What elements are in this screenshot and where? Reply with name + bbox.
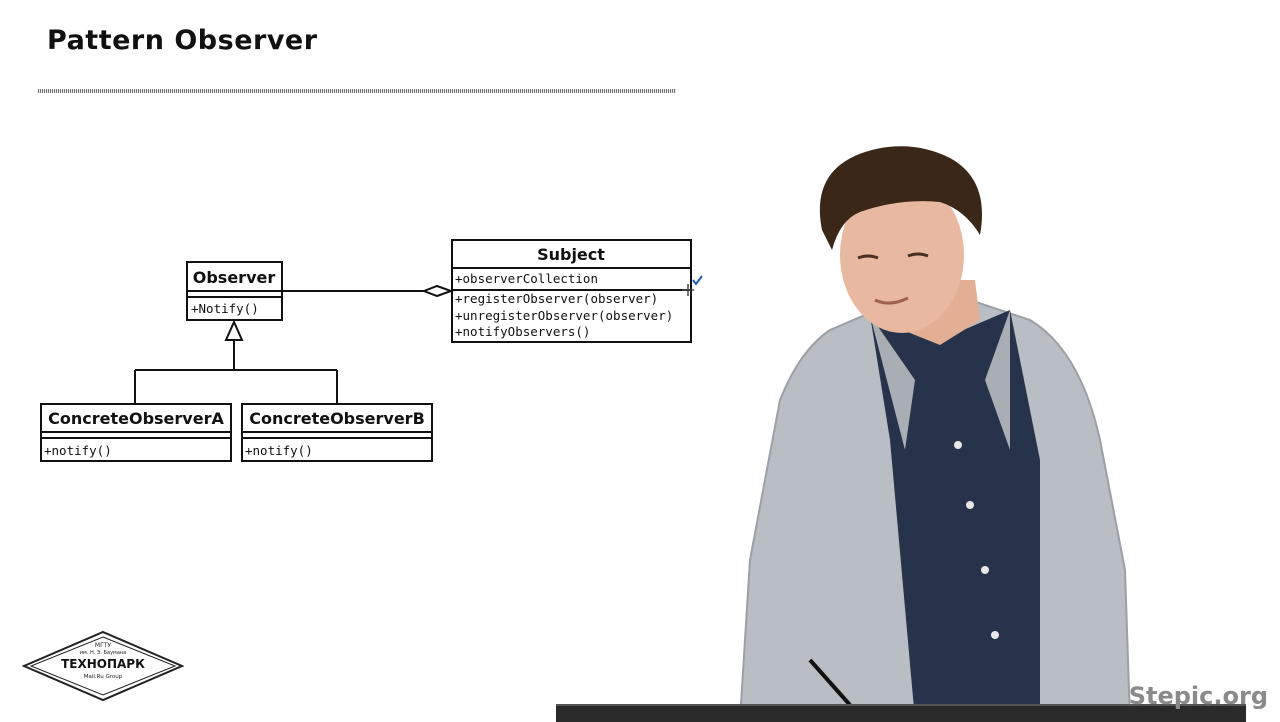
observer-class-name: Observer (193, 268, 276, 287)
pointer-cursor-icon (682, 275, 703, 296)
slide-title: Pattern Observer (47, 25, 318, 56)
subject-class (451, 239, 692, 343)
technopark-logo: МГТУ им. Н. Э. Баумана ТЕХНОПАРК Mail.Ru… (22, 630, 184, 702)
stepic-watermark: Stepic.org (1128, 682, 1268, 710)
observer-method: +Notify() (191, 301, 259, 316)
generalization-arrow (134, 319, 338, 404)
logo-line-2: им. Н. Э. Баумана (80, 650, 126, 656)
logo-line-1: МГТУ (95, 642, 112, 649)
concrete-observer-b-class (241, 403, 433, 462)
subject-method-notify: +notifyObservers() (455, 324, 590, 339)
concrete-observer-b-name: ConcreteObserverB (249, 409, 425, 428)
logo-line-3: ТЕХНОПАРК (61, 657, 145, 671)
concrete-observer-a-method: +notify() (44, 443, 112, 458)
concrete-observer-a-class (40, 403, 232, 462)
title-divider (38, 89, 676, 93)
subject-attribute: +observerCollection (455, 271, 598, 286)
concrete-observer-a-name: ConcreteObserverA (48, 409, 224, 428)
presenter-figure (740, 146, 1132, 720)
logo-line-4: Mail.Ru Group (84, 674, 123, 680)
aggregation-association (282, 284, 454, 298)
subject-class-name: Subject (537, 245, 605, 264)
subject-method-register: +registerObserver(observer) (455, 291, 658, 306)
concrete-observer-b-method: +notify() (245, 443, 313, 458)
subject-method-unregister: +unregisterObserver(observer) (455, 308, 673, 323)
observer-class (186, 261, 283, 321)
desk-monitor-bar (556, 704, 1246, 722)
